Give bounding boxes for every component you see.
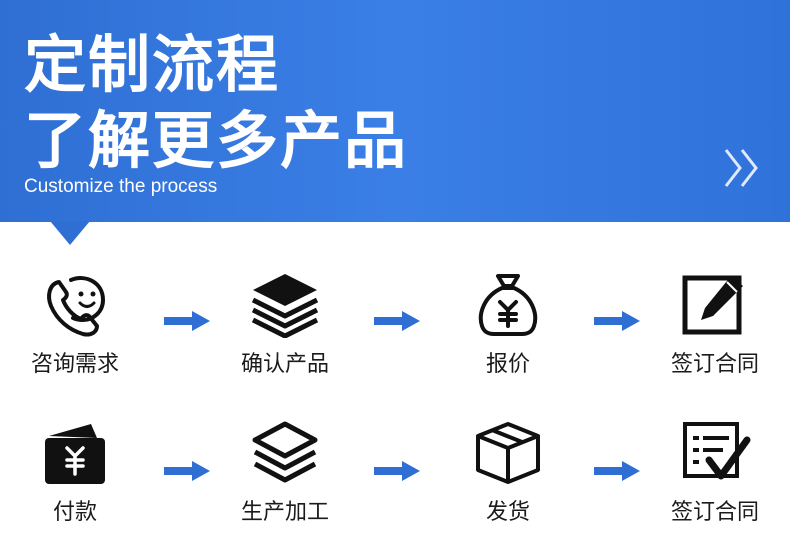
step-label: 咨询需求	[30, 352, 119, 377]
arrow-right-icon	[594, 311, 640, 331]
stacked-layers-icon	[251, 274, 319, 338]
step-label: 生产加工	[240, 500, 329, 525]
yuan-wallet-icon	[45, 424, 105, 484]
arrow-right-icon	[374, 311, 420, 331]
arrow-right-icon	[164, 461, 210, 481]
step-label: 签订合同	[670, 352, 759, 377]
box-icon	[476, 422, 540, 484]
arrow-right-icon	[164, 311, 210, 331]
banner-title-line1: 定制流程	[24, 28, 281, 101]
header-banner: 定制流程 了解更多产品 Customize the process	[0, 0, 790, 222]
arrow-right-icon	[374, 461, 420, 481]
arrow-right-icon	[594, 461, 640, 481]
step-label: 报价	[485, 352, 530, 377]
step-label: 发货	[485, 500, 530, 525]
banner-subtitle: Customize the process	[24, 176, 218, 197]
step-label: 确认产品	[240, 352, 329, 377]
step-label: 付款	[52, 500, 97, 525]
double-chevron-right-icon	[724, 149, 758, 187]
checklist-icon	[683, 422, 751, 480]
step-label: 签订合同	[670, 500, 759, 525]
banner-pointer	[50, 221, 90, 245]
yuan-money-bag-icon	[478, 274, 538, 336]
edit-pencil-icon	[682, 275, 743, 335]
phone-smile-icon	[47, 276, 106, 337]
layers-outline-icon	[252, 421, 318, 483]
banner-title-line2: 了解更多产品	[24, 104, 409, 177]
